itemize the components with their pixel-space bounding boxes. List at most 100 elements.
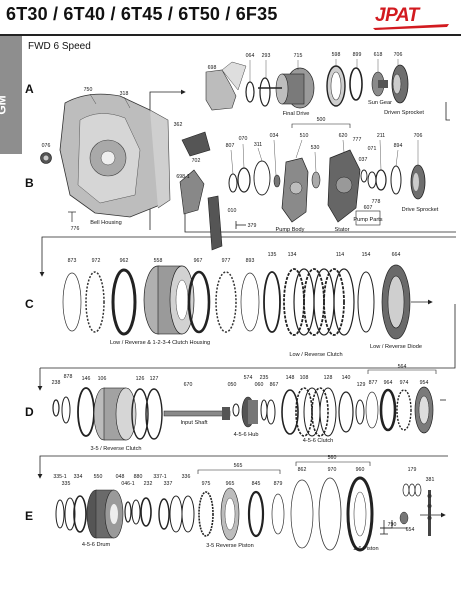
label-558: 558 bbox=[154, 258, 163, 264]
part-598 bbox=[326, 65, 346, 107]
label-970: 970 bbox=[328, 467, 337, 473]
label-2-6-piston: 2-6 Piston bbox=[353, 546, 378, 552]
header-rule bbox=[0, 34, 461, 36]
stator bbox=[327, 149, 361, 223]
pump-parts-box bbox=[355, 210, 381, 226]
part-977 bbox=[215, 271, 237, 333]
label-335: 335 bbox=[62, 481, 71, 487]
jpat-logo: JPAT bbox=[371, 5, 451, 30]
part-879 bbox=[271, 493, 285, 535]
label-4-5-6-drum: 4-5-6 Drum bbox=[82, 542, 111, 548]
label-778: 778 bbox=[372, 199, 381, 205]
label-bell-housing: Bell Housing bbox=[90, 220, 121, 226]
part-970 bbox=[318, 477, 342, 551]
label-877: 877 bbox=[369, 380, 378, 386]
label-driven-sprocket: Driven Sprocket bbox=[384, 110, 424, 116]
label-238: 238 bbox=[52, 380, 61, 386]
label-574: 574 bbox=[244, 375, 253, 381]
label-135: 135 bbox=[268, 252, 277, 258]
label-879: 879 bbox=[274, 481, 283, 487]
label-598: 598 bbox=[332, 52, 341, 58]
label-873: 873 bbox=[68, 258, 77, 264]
part-106-3-5-drum bbox=[93, 387, 137, 441]
bell-housing bbox=[59, 93, 171, 218]
label-154: 154 bbox=[362, 252, 371, 258]
label-379: 379 bbox=[248, 223, 257, 229]
label-input-shaft: Input Shaft bbox=[180, 420, 208, 426]
label-114: 114 bbox=[336, 252, 344, 258]
label-293: 293 bbox=[262, 53, 271, 59]
part-574-hub bbox=[241, 396, 258, 428]
label-pump-body: Pump Body bbox=[276, 227, 305, 233]
label-654: 654 bbox=[406, 527, 415, 533]
part-962 bbox=[111, 268, 137, 336]
label-211: 211 bbox=[377, 133, 385, 139]
part-654 bbox=[399, 511, 409, 525]
part-129 bbox=[355, 399, 365, 425]
flow-lines bbox=[37, 89, 456, 529]
label-3-5-reverse-clutch: 3-5 / Reverse Clutch bbox=[91, 446, 142, 452]
label-706-a: 706 bbox=[394, 52, 403, 58]
part-076 bbox=[40, 152, 52, 164]
part-071 bbox=[367, 171, 377, 189]
part-702 bbox=[181, 131, 211, 157]
label-146: 146 bbox=[82, 376, 91, 382]
label-334: 334 bbox=[74, 474, 83, 480]
label-clutch-housing: Low / Reverse & 1-2-3-4 Clutch Housing bbox=[110, 340, 210, 346]
part-975 bbox=[198, 491, 214, 537]
part-037 bbox=[360, 169, 368, 183]
label-362: 362 bbox=[174, 122, 183, 128]
label-702: 702 bbox=[192, 158, 201, 164]
part-877 bbox=[365, 391, 379, 429]
label-960: 960 bbox=[356, 467, 365, 473]
part-972 bbox=[85, 271, 105, 333]
label-low-reverse-diode: Low / Reverse Diode bbox=[370, 344, 422, 350]
label-381: 381 bbox=[426, 477, 435, 483]
label-129: 129 bbox=[357, 382, 366, 388]
label-565: 565 bbox=[234, 463, 243, 469]
label-037: 037 bbox=[359, 157, 368, 163]
side-tab: GM bbox=[0, 36, 22, 154]
label-064: 064 bbox=[246, 53, 255, 59]
label-698: 698 bbox=[208, 65, 217, 71]
label-311: 311 bbox=[254, 142, 262, 148]
label-974: 974 bbox=[400, 380, 409, 386]
part-670-input-shaft bbox=[163, 407, 231, 420]
row-label-c: C bbox=[25, 297, 34, 311]
label-894: 894 bbox=[394, 143, 403, 149]
row-label-b: B bbox=[25, 176, 34, 190]
part-715-final-drive bbox=[258, 67, 315, 109]
label-108: 108 bbox=[300, 375, 309, 381]
label-stator: Stator bbox=[335, 227, 350, 233]
part-179-springs bbox=[402, 483, 422, 497]
label-4-5-6-hub: 4-5-6 Hub bbox=[234, 432, 259, 438]
label-777: 777 bbox=[353, 137, 362, 143]
label-954: 954 bbox=[420, 380, 429, 386]
label-034: 034 bbox=[270, 133, 279, 139]
label-845: 845 bbox=[252, 481, 261, 487]
leader-lines bbox=[89, 59, 419, 176]
part-845 bbox=[247, 490, 265, 538]
label-664: 664 bbox=[392, 252, 401, 258]
part-960-piston bbox=[346, 476, 374, 552]
part-235-060 bbox=[260, 399, 276, 425]
label-048: 048 bbox=[116, 474, 125, 480]
label-106: 106 bbox=[98, 376, 107, 382]
label-560: 560 bbox=[328, 455, 337, 461]
label-128: 128 bbox=[324, 375, 333, 381]
label-046-1: 046-1 bbox=[121, 481, 134, 487]
label-060: 060 bbox=[255, 382, 264, 388]
part-311 bbox=[253, 160, 271, 196]
part-558-clutch-housing bbox=[143, 265, 195, 335]
label-179: 179 bbox=[408, 467, 417, 473]
label-drive-sprocket: Drive Sprocket bbox=[402, 207, 439, 213]
label-337: 337 bbox=[164, 481, 173, 487]
label-318: 318 bbox=[120, 91, 129, 97]
label-862: 862 bbox=[298, 467, 307, 473]
bracket-564 bbox=[367, 369, 437, 374]
label-127: 127 bbox=[150, 376, 159, 382]
label-620: 620 bbox=[339, 133, 348, 139]
page-subtitle: FWD 6 Speed bbox=[28, 41, 91, 52]
label-126: 126 bbox=[136, 376, 145, 382]
